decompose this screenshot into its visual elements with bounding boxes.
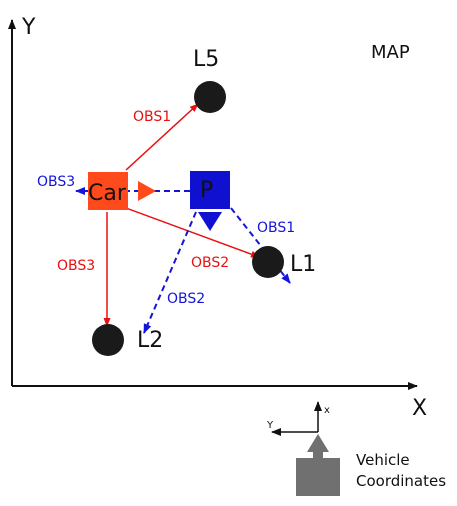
car-obs3-label: OBS3 bbox=[57, 258, 95, 274]
landmark-l2-label: L2 bbox=[137, 328, 163, 353]
landmark-l1 bbox=[252, 246, 284, 278]
y-axis-label: Y bbox=[21, 15, 36, 40]
vehicle-icon-body bbox=[296, 458, 340, 496]
car-label: Car bbox=[88, 181, 127, 206]
p-obs3-label: OBS3 bbox=[37, 174, 75, 190]
p-obs1-label: OBS1 bbox=[257, 220, 295, 236]
car-obs2-arrow bbox=[125, 207, 260, 258]
p-obs2-arrow bbox=[143, 211, 197, 334]
car-obs1-arrow bbox=[125, 103, 199, 171]
x-axis-label: X bbox=[412, 396, 427, 421]
car-heading-arrow bbox=[138, 181, 156, 201]
vehicle-icon-stem bbox=[313, 451, 323, 459]
car-box bbox=[88, 172, 128, 210]
p-obs1-arrow bbox=[230, 207, 291, 284]
map-label: MAP bbox=[371, 42, 410, 63]
landmark-l2 bbox=[92, 324, 124, 356]
vehicle-y-label: Y bbox=[266, 420, 274, 431]
vehicle-icon-arrow bbox=[307, 434, 329, 452]
vehicle-x-label: x bbox=[324, 405, 330, 416]
particle-box bbox=[190, 171, 230, 209]
car-obs2-label: OBS2 bbox=[191, 255, 229, 271]
landmark-l5-label: L5 bbox=[193, 47, 219, 72]
landmark-l1-label: L1 bbox=[290, 252, 316, 277]
particle-heading-arrow bbox=[198, 212, 222, 231]
vehicle-caption-line2: Coordinates bbox=[356, 472, 446, 490]
vehicle-caption-line1: Vehicle bbox=[356, 451, 410, 469]
particle-label: P bbox=[200, 178, 213, 203]
car-obs1-label: OBS1 bbox=[133, 109, 171, 125]
landmark-l5 bbox=[194, 81, 226, 113]
p-obs2-label: OBS2 bbox=[167, 291, 205, 307]
